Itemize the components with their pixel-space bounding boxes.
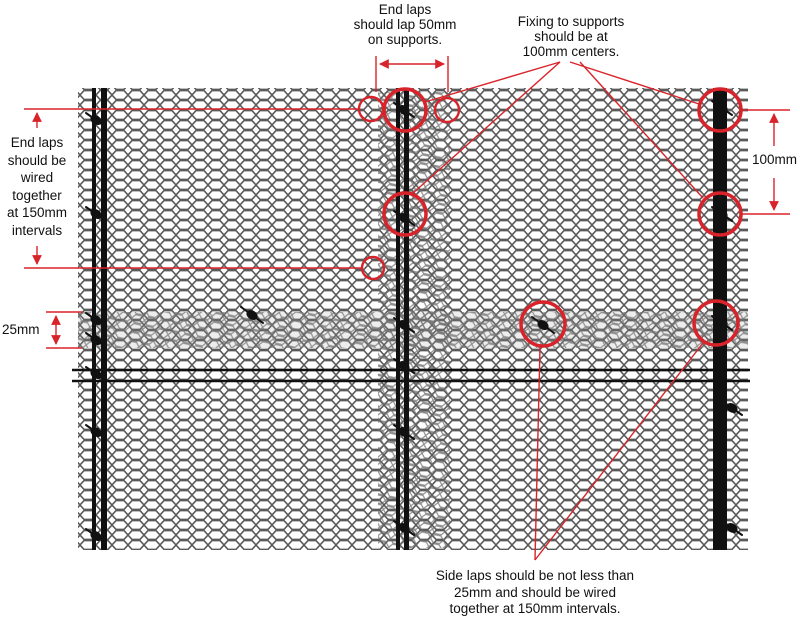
middle-support: [396, 88, 409, 550]
end-lap-50mm-dimension: [375, 56, 449, 92]
fixing-100mm-dimension: [740, 109, 790, 215]
end-lap-right-circle: [433, 96, 461, 124]
side-lap-25mm-dimension: [46, 311, 82, 349]
side-lap-circle: [519, 300, 567, 348]
side-laps-note: Side laps should be not less than 25mm a…: [435, 568, 635, 616]
side-lap-25mm-label: 25mm: [2, 322, 40, 337]
fixing-circle-top-mid: [382, 87, 428, 133]
end-lap-150mm-dimension: [24, 108, 362, 269]
side-lap-shade: [78, 312, 748, 348]
end-laps-wired-note: End laps should be wired together at 150…: [6, 135, 68, 238]
fixing-circle-mid: [382, 191, 428, 237]
fixing-supports-note: Fixing to supports should be at 100mm ce…: [517, 14, 625, 59]
fixing-100mm-label: 100mm: [752, 152, 798, 167]
callout-circles: [357, 87, 743, 348]
side-lap-overlap-zone: [78, 312, 748, 348]
wire-ties: [85, 100, 743, 544]
leader-lines: [411, 61, 704, 561]
end-laps-lap-note: End laps should lap 50mm on supports.: [353, 2, 457, 47]
fixing-circle-right-lower: [692, 299, 740, 347]
